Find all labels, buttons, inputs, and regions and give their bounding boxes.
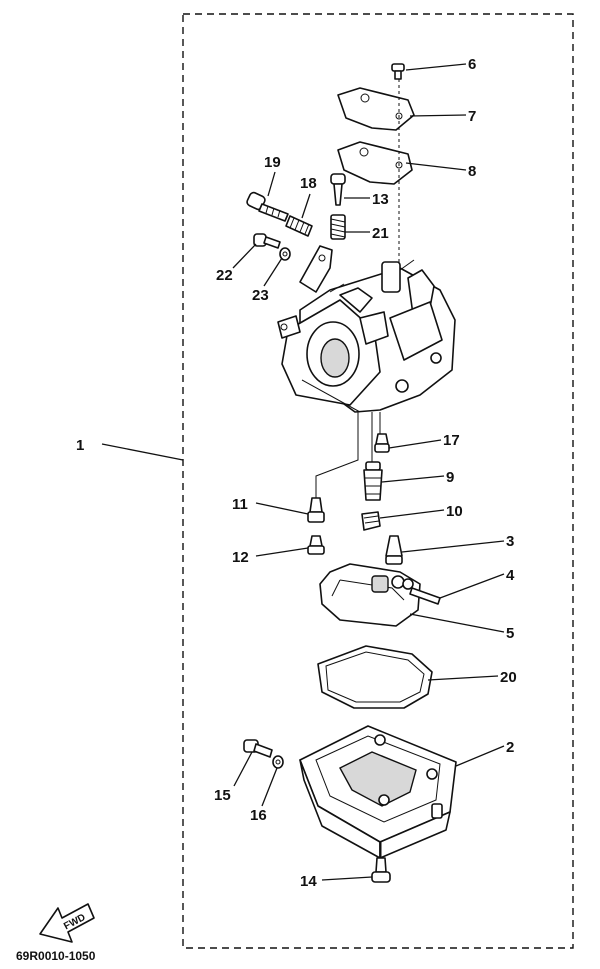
part-washer-16 [272,755,284,769]
part-spring-21 [330,214,346,240]
callout-6: 6 [468,56,476,73]
callout-12: 12 [232,549,249,566]
part-plate-7 [337,87,415,131]
callout-15: 15 [214,787,231,804]
part-spring-18 [285,215,313,237]
assembly-boundary [182,13,574,949]
callout-9: 9 [446,469,454,486]
callout-16: 16 [250,807,267,824]
part-screw-6 [391,63,405,80]
part-main-nozzle-9 [363,461,383,501]
part-gasket-20 [317,645,433,709]
part-main-jet-10 [361,511,381,531]
fwd-arrow-icon: FWD [39,903,95,943]
callout-4: 4 [506,567,515,584]
part-screw-15 [243,739,273,758]
callout-19: 19 [264,154,281,171]
callout-21: 21 [372,225,389,242]
callout-13: 13 [372,191,389,208]
callout-1: 1 [76,437,84,454]
callout-20: 20 [500,669,517,686]
part-throttle-stop-screw-19 [246,191,289,222]
callout-5: 5 [506,625,514,642]
part-screw-22 [253,233,281,249]
part-float-chamber-2 [299,725,457,859]
callout-10: 10 [446,503,463,520]
part-gasket-8 [337,141,413,185]
part-float-5 [319,563,421,627]
leader-lines [101,63,505,881]
part-pilot-screw-13 [330,173,346,206]
part-plug-17 [374,433,390,453]
part-plug-12 [307,535,325,555]
part-needle-valve-3 [385,535,403,565]
callout-2: 2 [506,739,514,756]
callout-3: 3 [506,533,514,550]
callout-18: 18 [300,175,317,192]
part-carburetor-body [277,245,456,413]
callout-7: 7 [468,108,476,125]
callout-22: 22 [216,267,233,284]
drawing-code: 69R0010-1050 [16,949,96,963]
callout-11: 11 [232,496,248,513]
callout-23: 23 [252,287,269,304]
part-washer-23 [279,247,291,261]
part-float-pin-4 [409,587,441,605]
part-drain-screw-14 [371,857,391,883]
callout-14: 14 [300,873,317,890]
callout-17: 17 [443,432,460,449]
part-pilot-jet-11 [307,497,325,523]
callout-8: 8 [468,163,476,180]
